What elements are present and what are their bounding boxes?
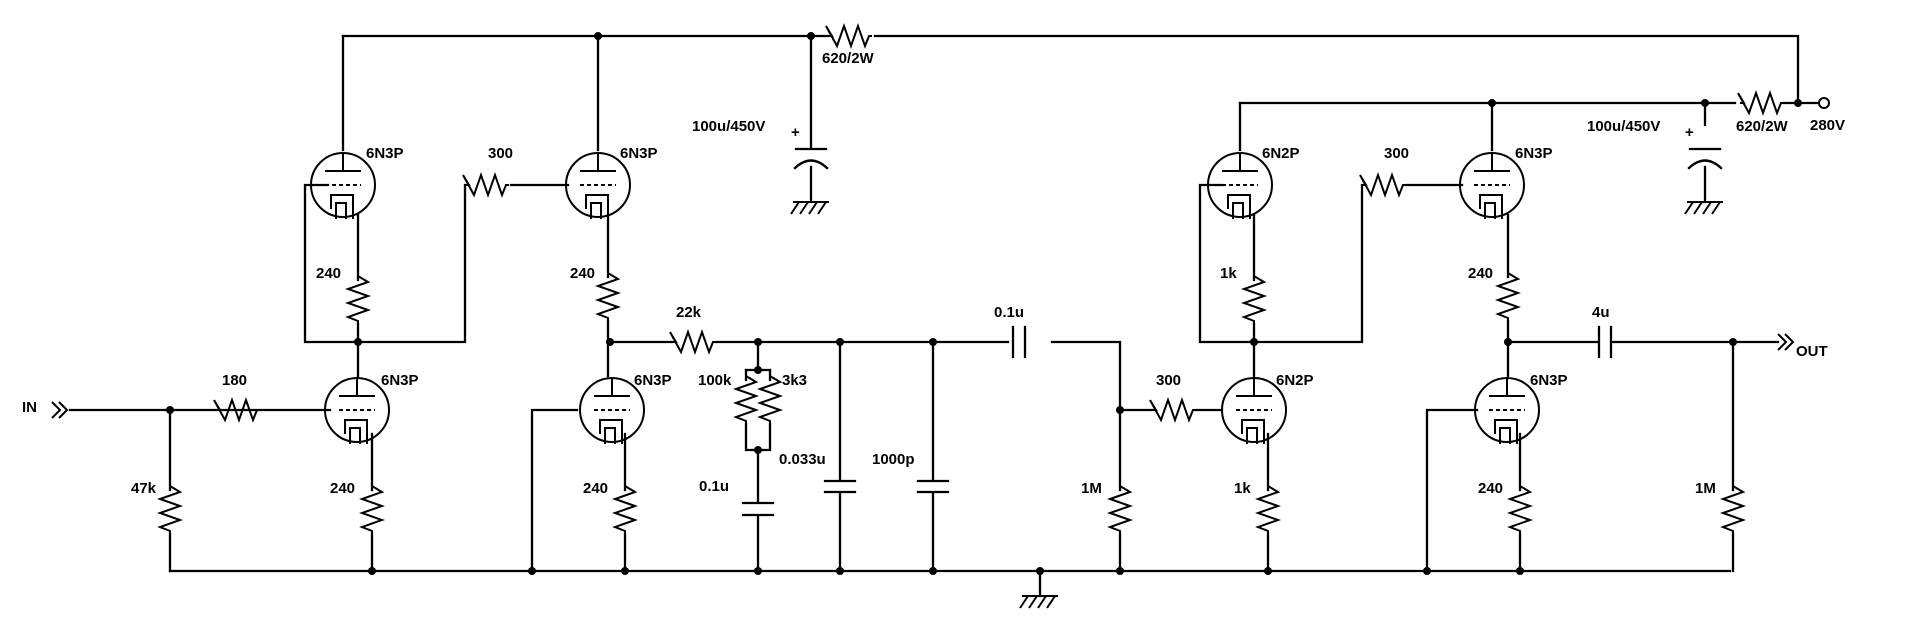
resistor-series — [669, 331, 717, 353]
label-r-t3-top-cathode: 1k — [1220, 265, 1237, 282]
label-c-network: 0.1u — [699, 478, 729, 495]
tube-t2-top-symbol — [565, 152, 631, 220]
resistor-input-shunt — [159, 485, 181, 535]
resistor-output-load — [1722, 485, 1744, 535]
label-tube-t1-bottom: 6N3P — [381, 372, 419, 389]
tube-t4-top-symbol — [1459, 152, 1525, 220]
label-r-t3-bottom-cathode: 1k — [1234, 480, 1251, 497]
capacitor-filter-2 — [916, 479, 950, 494]
capacitor-output — [1597, 325, 1613, 359]
output-arrow-icon — [1777, 333, 1795, 351]
label-c-output: 4u — [1592, 304, 1610, 321]
label-r-series: 22k — [676, 304, 702, 321]
label-r-link-2: 300 — [1384, 145, 1409, 162]
wires — [68, 34, 1820, 598]
label-tube-t2-bottom: 6N3P — [634, 372, 672, 389]
label-supply-cap-left: 100u/450V — [692, 118, 765, 135]
supply-terminal-icon — [1818, 97, 1830, 109]
resistor-t4-top-cathode — [1497, 272, 1519, 322]
label-r-t2-top-cathode: 240 — [570, 265, 595, 282]
resistor-t2-bottom-cathode — [614, 485, 636, 535]
label-tube-t1-top: 6N3P — [366, 145, 404, 162]
ground-right-cap-icon — [1684, 201, 1724, 215]
resistor-grid-leak-3 — [1109, 485, 1131, 535]
label-r-link-1: 300 — [488, 145, 513, 162]
label-r-t2-bottom-cathode: 240 — [583, 480, 608, 497]
resistor-supply-left — [825, 25, 873, 47]
ground-main-icon — [1019, 595, 1059, 609]
resistor-grid-3 — [1149, 399, 1197, 421]
label-tube-t4-bottom: 6N3P — [1530, 372, 1568, 389]
label-r-t1-top-cathode: 240 — [316, 265, 341, 282]
label-supply-resistor-left: 620/2W — [822, 50, 875, 67]
label-r-network-a: 100k — [698, 372, 732, 389]
label-r-grid-leak-3: 1M — [1081, 480, 1102, 497]
label-cap-polarity-right: + — [1685, 124, 1694, 141]
label-r-output-load: 1M — [1695, 480, 1716, 497]
label-r-grid-input: 180 — [222, 372, 247, 389]
label-supply: 280V — [1810, 117, 1845, 134]
resistor-t3-bottom-cathode — [1257, 485, 1279, 535]
resistor-link-1 — [462, 174, 510, 196]
capacitor-coupling — [1011, 325, 1027, 359]
label-c-filter-1: 0.033u — [779, 451, 826, 468]
capacitor-electrolytic-right — [1687, 147, 1723, 170]
resistor-t1-top-cathode — [347, 275, 369, 325]
tube-t1-bottom-symbol — [324, 377, 390, 445]
junction-dots — [166, 32, 1802, 575]
label-tube-t3-bottom: 6N2P — [1276, 372, 1314, 389]
label-cap-polarity-left: + — [791, 124, 800, 141]
resistor-t4-bottom-cathode — [1509, 485, 1531, 535]
label-supply-cap-right: 100u/450V — [1587, 118, 1660, 135]
label-r-t4-bottom-cathode: 240 — [1478, 480, 1503, 497]
label-tube-t2-top: 6N3P — [620, 145, 658, 162]
capacitor-filter-1 — [823, 479, 857, 494]
label-tube-t3-top: 6N2P — [1262, 145, 1300, 162]
resistor-network-b — [759, 375, 781, 425]
label-c-filter-2: 1000p — [872, 451, 915, 468]
resistor-t3-top-cathode — [1243, 275, 1265, 325]
label-supply-resistor-right: 620/2W — [1736, 118, 1789, 135]
resistor-supply-right — [1737, 92, 1785, 114]
capacitor-electrolytic-left — [793, 147, 829, 170]
label-output: OUT — [1796, 343, 1828, 360]
label-c-coupling: 0.1u — [994, 304, 1024, 321]
label-tube-t4-top: 6N3P — [1515, 145, 1553, 162]
capacitor-network — [741, 501, 775, 517]
resistor-t2-top-cathode — [597, 272, 619, 322]
ground-left-cap-icon — [790, 201, 830, 215]
resistor-t1-bottom-cathode — [361, 485, 383, 535]
label-r-network-b: 3k3 — [782, 372, 807, 389]
label-r-input-shunt: 47k — [131, 480, 157, 497]
resistor-network-a — [735, 375, 757, 425]
label-r-t4-top-cathode: 240 — [1468, 265, 1493, 282]
label-r-grid-3: 300 — [1156, 372, 1181, 389]
resistor-link-2 — [1359, 174, 1407, 196]
input-arrow-icon — [51, 401, 69, 419]
label-input: IN — [22, 399, 37, 416]
label-r-t1-bottom-cathode: 240 — [330, 480, 355, 497]
